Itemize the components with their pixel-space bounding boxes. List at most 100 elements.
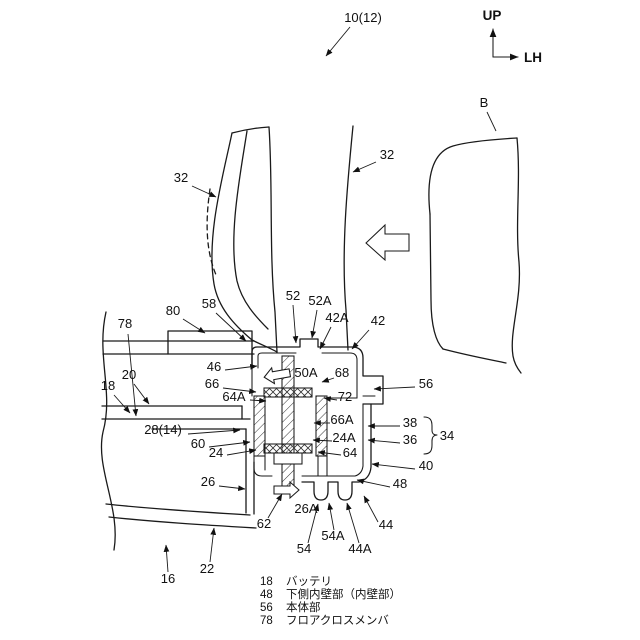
ref-label-64A: 64A <box>222 389 245 404</box>
legend-item-label-18: バッテリ <box>286 575 332 588</box>
ref-label-78: 78 <box>118 316 132 331</box>
body-panels <box>206 125 354 353</box>
clamp-direction-arrow-50a <box>263 366 292 385</box>
ref-label-66: 66 <box>205 376 219 391</box>
legend-item-label-56: 本体部 <box>286 600 321 614</box>
ref-label-18: 18 <box>101 378 115 393</box>
leader-line-32-right <box>352 161 377 173</box>
panel-joint-curve <box>251 339 278 353</box>
leader-line-24 <box>226 448 257 456</box>
leader-line-32-left <box>191 185 217 198</box>
ref-label-48: 48 <box>393 476 407 491</box>
inner-hat-left <box>257 352 297 369</box>
ref-label-62: 62 <box>257 516 271 531</box>
ref-label-24A: 24A <box>332 430 355 445</box>
leader-line-16 <box>163 544 170 573</box>
leader-line-42A <box>319 326 332 350</box>
mount-bracket-section <box>251 338 384 489</box>
leader-line-26 <box>218 485 246 492</box>
leader-line-24A <box>312 437 333 444</box>
legend-item-number-18: 18 <box>260 576 273 588</box>
leader-line-52A <box>310 309 318 339</box>
battery-pack-outline <box>428 137 522 374</box>
nut <box>273 452 303 465</box>
leader-line-64A <box>249 397 267 404</box>
ref-label-32-left: 32 <box>174 170 188 185</box>
leader-line-68 <box>321 377 335 383</box>
legend-item-label-48: 下側内壁部（内壁部） <box>286 587 401 601</box>
pillar-right-edge <box>343 125 354 351</box>
ref-label-28-14: 28(14) <box>144 422 182 437</box>
ref-label-50A: 50A <box>294 365 317 380</box>
ref-label-42A: 42A <box>325 310 348 325</box>
leader-line-64 <box>317 450 342 456</box>
ref-label-34: 34 <box>440 428 454 443</box>
ref-label-26: 26 <box>201 474 215 489</box>
leader-line-20 <box>133 383 150 405</box>
upper-washer-plate <box>263 387 313 398</box>
ref-label-16: 16 <box>161 571 175 586</box>
leader-line-46 <box>224 363 258 371</box>
b-top-edge <box>428 137 518 215</box>
ref-label-44: 44 <box>379 517 393 532</box>
ref-label-80: 80 <box>166 303 180 318</box>
outer-hat-42 <box>251 338 384 405</box>
ref-label-60: 60 <box>191 436 205 451</box>
ref-label-20: 20 <box>122 367 136 382</box>
ref-label-52: 52 <box>286 288 300 303</box>
break-line <box>100 311 116 551</box>
leader-line-58 <box>215 312 247 342</box>
leader-line-72 <box>323 396 338 402</box>
impact-direction-arrow <box>365 223 410 262</box>
legend-item-number-48: 48 <box>260 589 273 601</box>
leader-line-54 <box>307 503 320 544</box>
axis-indicator: UP LH <box>483 8 542 65</box>
leader-line-48 <box>356 478 391 488</box>
leader-line-66 <box>222 387 257 395</box>
leader-line-44A <box>346 502 360 544</box>
ref-label-44A: 44A <box>348 541 371 556</box>
leader-line-18 <box>113 394 131 414</box>
tray-bottom-outer <box>105 503 251 516</box>
ref-label-68: 68 <box>335 365 349 380</box>
leader-line-80 <box>182 318 206 334</box>
ref-label-24: 24 <box>209 445 223 460</box>
ref-label-56: 56 <box>419 376 433 391</box>
group-brace-34 <box>423 416 438 455</box>
ref-label-42: 42 <box>371 313 385 328</box>
ref-label-32-right: 32 <box>380 147 394 162</box>
leader-line-78 <box>127 333 139 417</box>
ref-label-10-12: 10(12) <box>344 10 382 25</box>
leader-line-10-12 <box>325 26 351 57</box>
inner-hat-right <box>321 352 358 399</box>
leader-line-54A <box>327 502 335 531</box>
ref-label-66A: 66A <box>330 412 353 427</box>
ref-label-38: 38 <box>403 415 417 430</box>
ref-label-40: 40 <box>419 458 433 473</box>
ref-label-36: 36 <box>403 432 417 447</box>
leader-line-62 <box>267 493 283 519</box>
ref-label-46: 46 <box>207 359 221 374</box>
panel-inner-left <box>233 130 269 330</box>
leader-line-44 <box>363 495 379 523</box>
ref-label-52A: 52A <box>308 293 331 308</box>
ref-label-58: 58 <box>202 296 216 311</box>
axis-up-label: UP <box>483 8 502 23</box>
leader-lines <box>113 26 497 573</box>
panel-top-edge <box>231 126 270 134</box>
b-bottom-edge <box>442 348 507 364</box>
b-right-edge <box>511 137 522 374</box>
legend-item-number-78: 78 <box>260 615 273 627</box>
inner-wall-right-hatched <box>315 395 328 457</box>
lower-washer-plate <box>263 443 313 454</box>
leader-line-42 <box>351 329 370 350</box>
leader-line-60 <box>208 439 251 448</box>
pillar-left-edge <box>268 126 278 353</box>
ref-label-22: 22 <box>200 561 214 576</box>
ref-label-54A: 54A <box>321 528 344 543</box>
leader-line-28-14 <box>187 427 241 435</box>
legend-item-number-56: 56 <box>260 602 273 614</box>
